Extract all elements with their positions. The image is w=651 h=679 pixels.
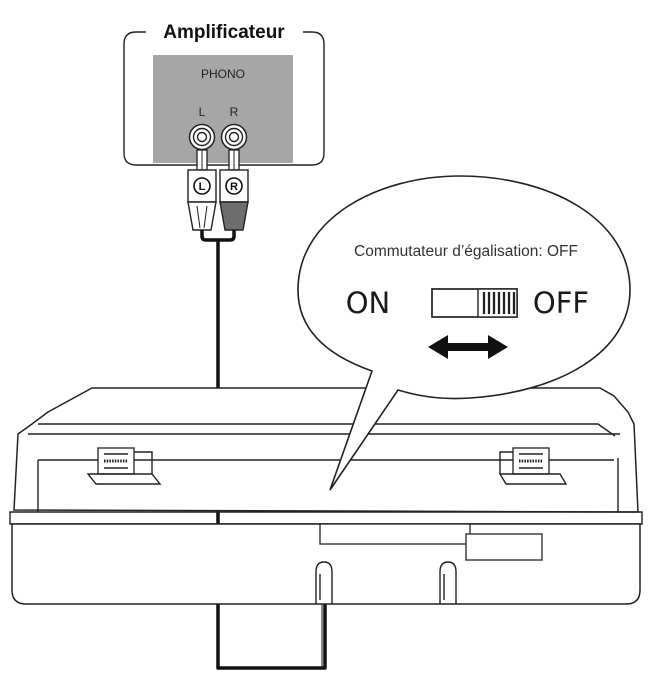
plug-right-badge [225, 177, 243, 195]
callout-bubble: Commutateur d’égalisation: OFF ON OFF [297, 175, 631, 491]
rear-panel-plate [465, 533, 543, 561]
rear-panel-label [319, 523, 471, 545]
amplifier-outline [123, 31, 325, 166]
callout-caption: Commutateur d’égalisation: OFF [354, 243, 578, 260]
jack-right [220, 123, 248, 151]
jack-right-label: R [230, 105, 239, 119]
eq-switch [431, 288, 518, 318]
phono-label: PHONO [201, 67, 245, 81]
rca-plug-right: R [219, 149, 249, 231]
double-arrow-icon [428, 335, 508, 359]
jack-left [188, 123, 216, 151]
switch-on-label: ON [346, 286, 391, 320]
callout-outline [297, 175, 631, 491]
cable-clip-left [315, 561, 333, 604]
plug-right-letter: R [230, 181, 238, 193]
plug-left-badge [193, 177, 211, 195]
amplifier: Amplificateur PHONO L R [123, 22, 325, 166]
cable-clip-right [439, 561, 457, 604]
jack-left-label: L [199, 105, 206, 119]
dust-cover [13, 387, 639, 513]
turntable [9, 387, 643, 605]
switch-off-label: OFF [533, 286, 589, 320]
hinge-left [86, 447, 162, 485]
rca-plug-left: L [187, 149, 217, 231]
plug-left-letter: L [199, 181, 206, 193]
phono-panel [153, 55, 293, 163]
amplifier-title: Amplificateur [163, 22, 285, 43]
hinge-right [498, 447, 568, 485]
